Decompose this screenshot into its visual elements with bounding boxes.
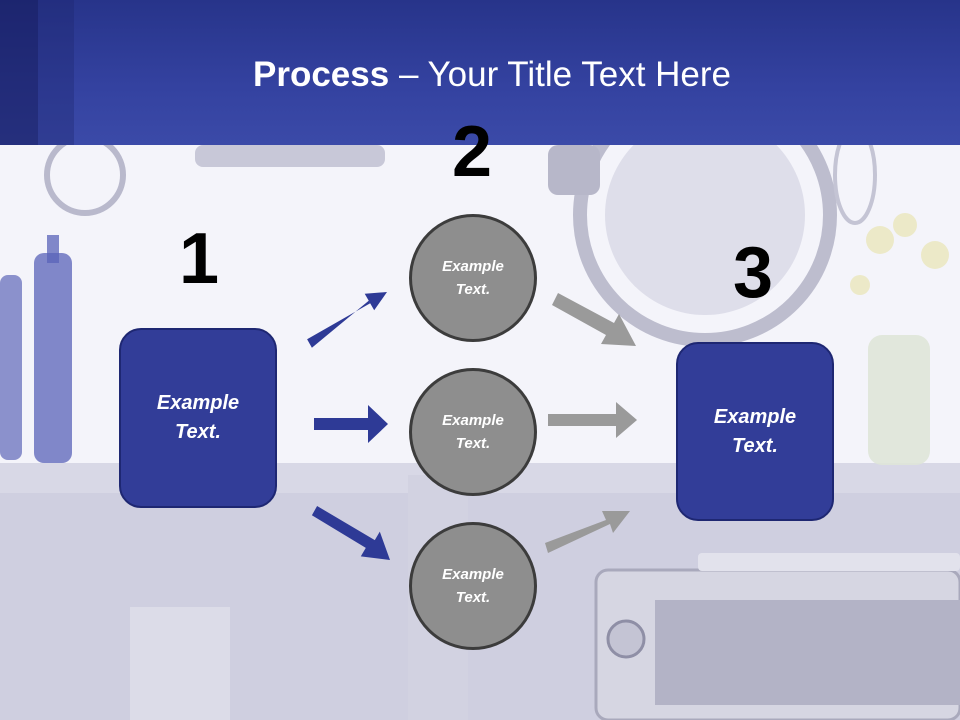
slide-title-rest: – Your Title Text Here [389, 55, 731, 94]
step-3-box-text: Example Text. [713, 405, 797, 457]
slide-title: Process – Your Title Text Here [0, 54, 960, 96]
circle-text: Example Text. [442, 412, 504, 452]
step-3-box: Example Text. [676, 342, 834, 521]
step-2-circle-bottom: Example Text. [409, 522, 537, 650]
step-1-box: Example Text. [119, 328, 277, 508]
header-band [0, 0, 960, 145]
circle-text: Example Text. [442, 258, 504, 298]
step-number-2: 2 [451, 112, 493, 192]
step-2-circle-middle: Example Text. [409, 368, 537, 496]
slide-title-bold: Process [253, 55, 390, 94]
header-accent-strip [0, 0, 38, 145]
step-1-box-text: Example Text. [156, 392, 240, 443]
step-number-3: 3 [732, 233, 774, 313]
circle-text: Example Text. [442, 566, 504, 606]
step-number-1: 1 [178, 219, 220, 299]
header-accent-strip [38, 0, 74, 145]
step-2-circle-top: Example Text. [409, 214, 537, 342]
